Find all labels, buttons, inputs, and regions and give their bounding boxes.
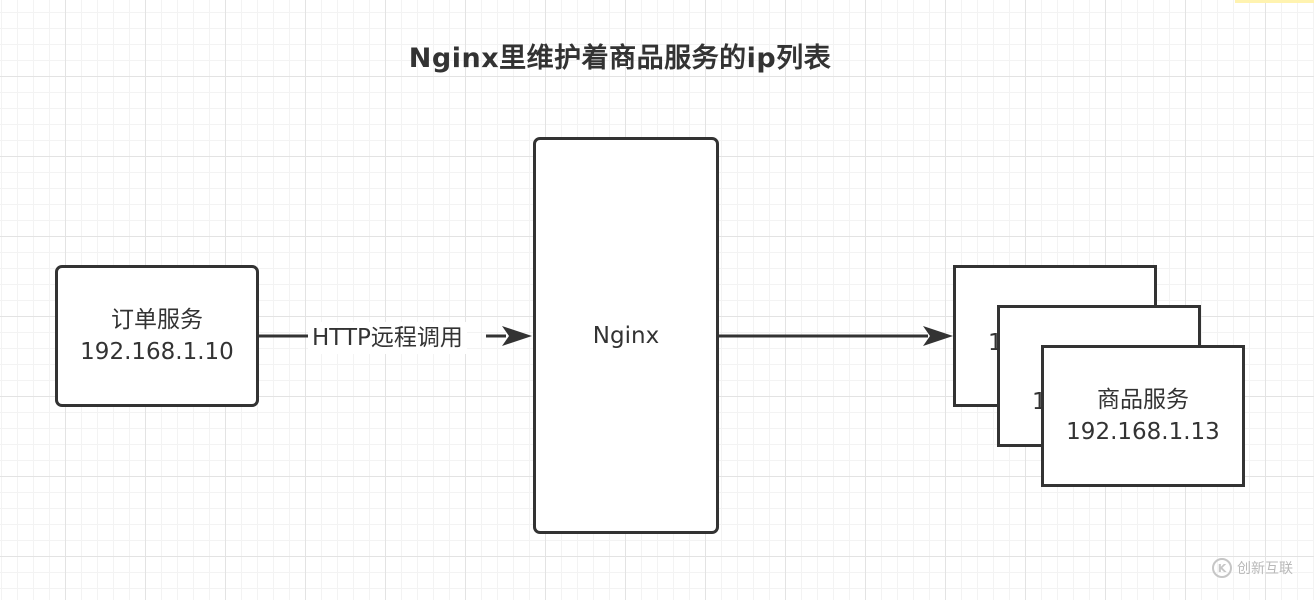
product-service-1-ip-partial: 1 bbox=[988, 330, 1003, 356]
nginx-label: Nginx bbox=[592, 322, 660, 349]
arrowhead-icon bbox=[923, 326, 953, 346]
watermark: K 创新互联 bbox=[1212, 558, 1293, 578]
watermark-text: 创新互联 bbox=[1237, 561, 1293, 577]
arrowhead-icon bbox=[502, 326, 532, 346]
watermark-logo-icon: K bbox=[1212, 558, 1232, 578]
product-service-name: 商品服务 bbox=[1097, 387, 1189, 413]
edge-label-http: HTTP远程调用 bbox=[308, 322, 467, 354]
order-service-node[interactable]: 订单服务 192.168.1.10 bbox=[55, 265, 259, 407]
corner-highlight bbox=[1235, 0, 1314, 3]
order-service-name: 订单服务 bbox=[111, 307, 203, 333]
product-service-2-ip-partial: 1 bbox=[1032, 389, 1047, 415]
product-service-ip: 192.168.1.13 bbox=[1066, 419, 1220, 445]
diagram-title: Nginx里维护着商品服务的ip列表 bbox=[408, 43, 832, 74]
product-service-node-3[interactable]: 商品服务 192.168.1.13 bbox=[1041, 345, 1245, 487]
edge-nginx-to-products bbox=[719, 326, 953, 346]
order-service-ip: 192.168.1.10 bbox=[80, 339, 234, 365]
nginx-node[interactable]: Nginx bbox=[533, 137, 719, 534]
